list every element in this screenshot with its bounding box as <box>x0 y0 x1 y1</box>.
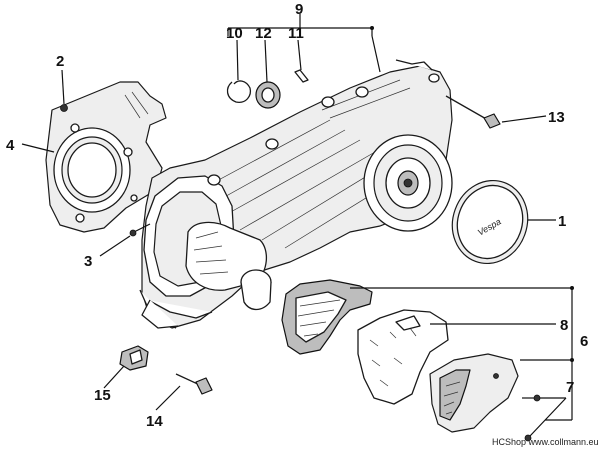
circlip-part-10 <box>226 80 252 103</box>
callout-10: 10 <box>226 25 243 42</box>
watermark-text: HCShop www.collmann.eu <box>492 437 599 447</box>
callout-2: 2 <box>56 53 64 70</box>
callout-9: 9 <box>295 1 303 18</box>
screw-part-2 <box>60 104 68 112</box>
callout-4: 4 <box>6 137 15 154</box>
callouts: 9 10 12 11 2 4 13 1 3 8 6 7 15 14 <box>6 1 588 430</box>
screw-part-7 <box>522 394 541 442</box>
callout-6: 6 <box>580 333 588 350</box>
bolt-part-14 <box>175 373 213 395</box>
filter-sponge-part-8 <box>357 309 449 405</box>
filter-grille-part <box>281 279 373 355</box>
bolt-part-13 <box>445 95 501 129</box>
filter-cover-part <box>429 353 519 433</box>
callout-13: 13 <box>548 109 565 126</box>
callout-14: 14 <box>146 413 163 430</box>
callout-11: 11 <box>288 25 304 42</box>
leader-lines <box>21 14 574 437</box>
callout-7: 7 <box>566 379 574 396</box>
bearing-part-12 <box>255 81 281 109</box>
callout-1: 1 <box>558 213 566 230</box>
screw-part-3 <box>129 223 151 237</box>
callout-8: 8 <box>560 317 568 334</box>
callout-15: 15 <box>94 387 111 404</box>
callout-3: 3 <box>84 253 92 270</box>
heat-shield-plate <box>45 81 167 233</box>
clip-part-15 <box>119 345 149 371</box>
transmission-cover <box>139 59 453 329</box>
pin-part-11 <box>294 69 309 83</box>
callout-12: 12 <box>255 25 272 42</box>
vespa-badge-part-1: Vespa <box>451 179 529 265</box>
